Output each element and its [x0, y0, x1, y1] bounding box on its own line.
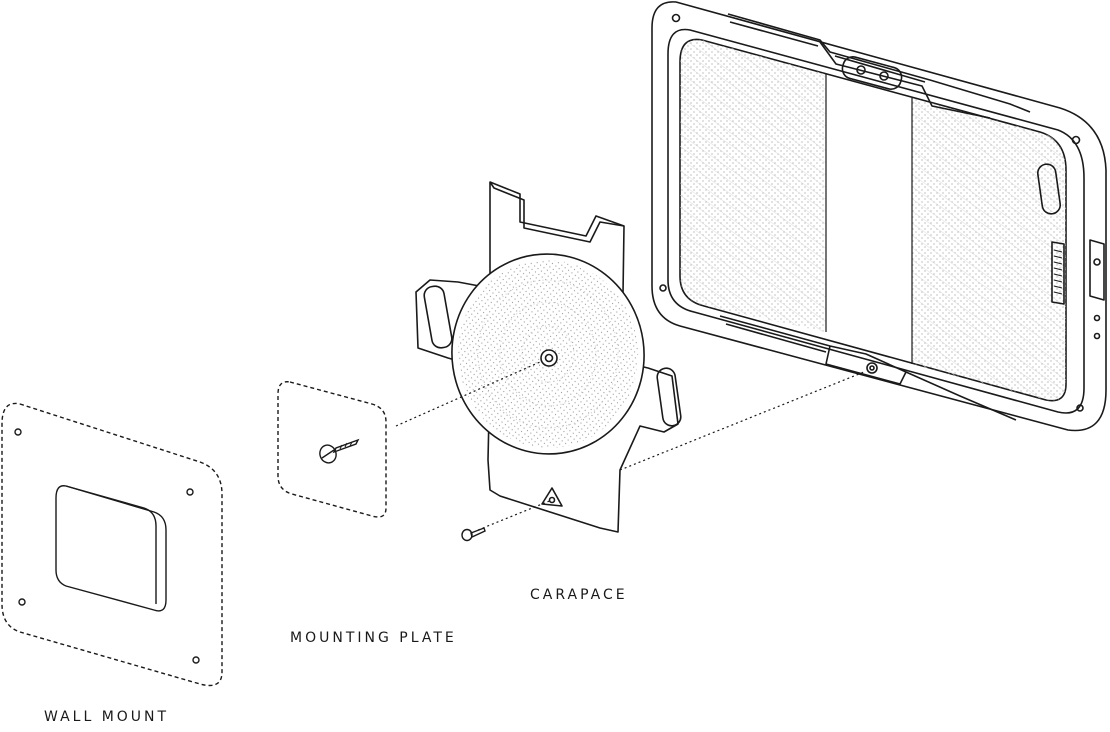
tablet-inner-bezel — [667, 28, 1085, 414]
carapace — [415, 181, 682, 533]
camera-lens-2 — [879, 71, 889, 81]
carapace-label: CARAPACE — [530, 587, 628, 603]
side-port — [1051, 241, 1065, 305]
mounting-plate-label: MOUNTING PLATE — [290, 630, 457, 646]
carapace-left-slot — [423, 285, 453, 349]
tablet-top-bumper — [727, 13, 1031, 113]
wall-mount-pad — [55, 485, 167, 612]
carapace-center-hole — [540, 349, 558, 367]
wall-mount-outline — [1, 402, 223, 687]
tablet-bottom-bumper — [719, 315, 1017, 421]
carapace-right-slot — [656, 367, 682, 427]
carapace-screw — [461, 527, 486, 542]
side-oval-button — [1036, 163, 1062, 215]
tablet — [651, 1, 1107, 432]
dotted-connector — [395, 361, 865, 531]
tablet-case-outline — [651, 1, 1107, 432]
mounting-plate-outline — [277, 381, 387, 518]
mounting-plate-screw — [319, 438, 360, 464]
mounting-plate — [277, 381, 387, 518]
wall-mount-label: WALL MOUNT — [44, 709, 170, 725]
carapace-plate-outline — [415, 181, 679, 533]
side-connector — [1089, 239, 1105, 301]
screw-icon — [461, 528, 473, 542]
carapace-bottom-notch — [541, 487, 563, 507]
camera-lens-1 — [856, 65, 866, 75]
camera-module — [841, 56, 903, 90]
wall-mount — [1, 402, 223, 687]
bottom-screw-hole — [866, 362, 878, 374]
